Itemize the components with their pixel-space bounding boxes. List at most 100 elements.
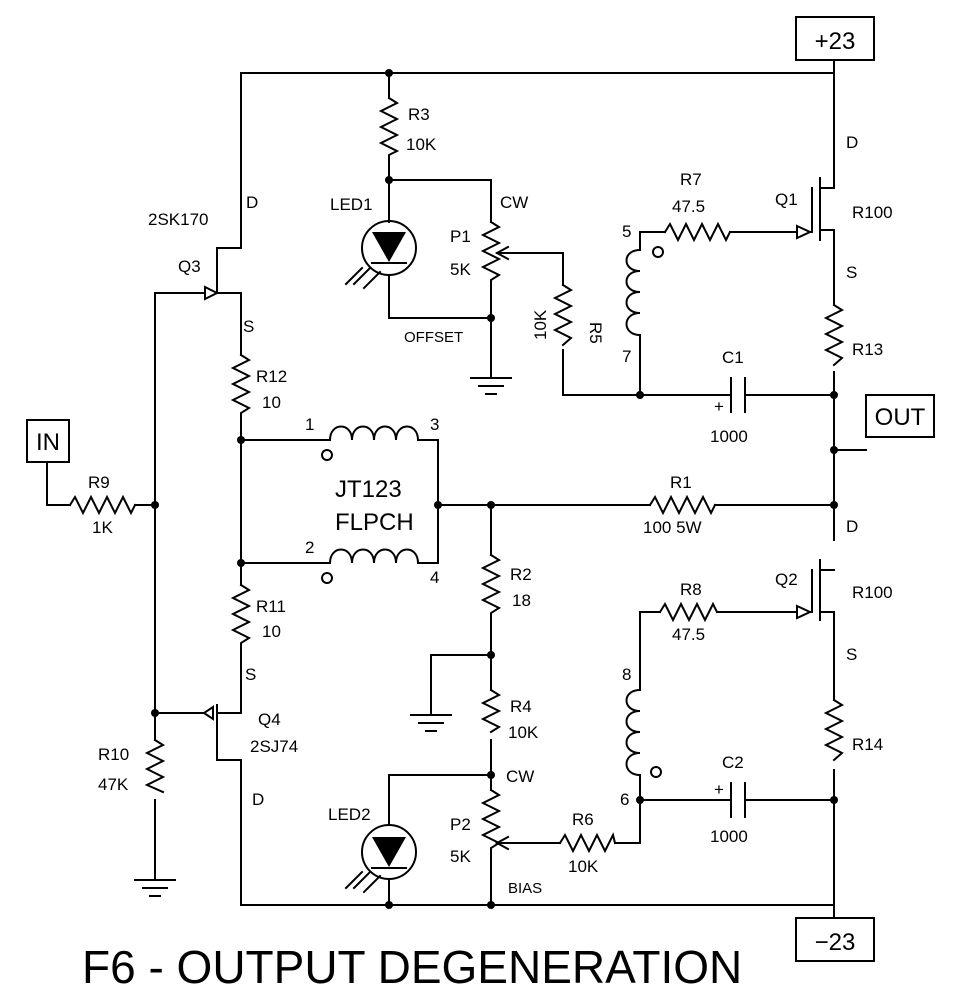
r14-symbol [823, 698, 845, 762]
p1-symbol [480, 220, 502, 286]
q1-part: R100 [852, 203, 893, 222]
pin-2-label: 2 [305, 538, 314, 557]
pin-8-label: 8 [622, 665, 631, 684]
r8-symbol [658, 601, 719, 623]
q1-source-label: S [846, 263, 857, 282]
r11-value: 10 [262, 622, 281, 641]
r11-symbol [230, 583, 252, 656]
transistors [202, 177, 835, 761]
winding-8-6 [625, 688, 642, 777]
positive-rail-box [795, 16, 875, 61]
junction-dots [151, 69, 838, 909]
q3-ref: Q3 [178, 257, 201, 276]
p1-wiper-arrow [494, 245, 510, 261]
c1-symbol [730, 377, 746, 413]
q1-symbol [804, 177, 835, 241]
r7-value: 47.5 [672, 197, 705, 216]
resistors [68, 96, 845, 854]
r5-ref: R5 [586, 322, 605, 344]
phase-dot-6 [650, 766, 662, 778]
pin-5-label: 5 [622, 222, 631, 241]
r12-value: 10 [262, 393, 281, 412]
r4-value: 10K [508, 723, 539, 742]
p1-function: OFFSET [404, 329, 463, 346]
q2-drain-label: D [846, 517, 858, 536]
led1-symbol [344, 220, 417, 290]
q2-gate-arrow [796, 604, 813, 620]
positive-rail-label: +23 [815, 28, 856, 55]
wires [46, 59, 867, 919]
r11-ref: R11 [256, 597, 286, 616]
q2-source-label: S [846, 645, 857, 664]
q1-ref: Q1 [775, 190, 798, 209]
led1-ref: LED1 [330, 195, 373, 214]
r6-ref: R6 [572, 810, 594, 829]
winding-5-7 [625, 248, 642, 337]
diagram-title: F6 - OUTPUT DEGENERATION [82, 941, 742, 993]
r12-symbol [230, 353, 252, 426]
winding-1-3 [328, 425, 420, 442]
q3-symbol [216, 247, 242, 294]
q3-source-label: S [243, 317, 254, 336]
r4-symbol [480, 688, 502, 734]
c2-symbol [730, 782, 746, 818]
q4-ref: Q4 [258, 710, 281, 729]
q4-gate-arrow [202, 705, 214, 721]
r4-ref: R4 [510, 697, 532, 716]
p2-function: BIAS [508, 880, 542, 897]
q3-part: 2SK170 [148, 210, 209, 229]
r9-ref: R9 [88, 473, 110, 492]
pin-1-label: 1 [305, 415, 314, 434]
potentiometers [480, 220, 510, 869]
p2-cw-label: CW [506, 767, 534, 786]
q4-drain-label: D [252, 790, 264, 809]
c1-ref: C1 [722, 348, 744, 367]
r9-value: 1K [92, 518, 113, 537]
r3-ref: R3 [408, 105, 430, 124]
r13-ref: R13 [852, 340, 883, 359]
r6-value: 10K [568, 857, 599, 876]
r1-value: 100 5W [643, 518, 702, 537]
ground-symbols [134, 377, 512, 897]
p1-ref: P1 [450, 227, 471, 246]
r1-symbol [648, 494, 717, 516]
r5-value: 10K [531, 309, 550, 340]
phase-dot-2 [321, 572, 333, 584]
r7-ref: R7 [680, 170, 702, 189]
r14-ref: R14 [852, 735, 883, 754]
r9-symbol [68, 494, 137, 516]
input-box [26, 419, 70, 463]
pin-3-label: 3 [430, 415, 439, 434]
q4-part: 2SJ74 [250, 737, 298, 756]
r3-symbol [378, 96, 400, 163]
q1-drain-label: D [846, 133, 858, 152]
r7-symbol [663, 221, 732, 243]
phase-dot-5 [652, 246, 664, 258]
q2-ref: Q2 [775, 570, 798, 589]
transformer-part: JT123 [335, 476, 402, 503]
q1-gate-arrow [796, 224, 813, 240]
output-box [865, 394, 935, 438]
r12-ref: R12 [256, 367, 287, 386]
pin-7-label: 7 [622, 347, 631, 366]
r13-symbol [823, 303, 845, 367]
pin-6-label: 6 [620, 790, 629, 809]
p1-cw-label: CW [500, 193, 528, 212]
transformer-type: FLPCH [335, 509, 414, 536]
r2-ref: R2 [510, 565, 532, 584]
ground-icon [470, 377, 512, 395]
input-label: IN [36, 429, 60, 456]
ground-icon [134, 879, 176, 897]
q3-gate-arrow [204, 285, 220, 301]
led2-symbol [344, 824, 417, 894]
transformer-jt123 [321, 246, 664, 778]
c1-polarity: + [714, 397, 724, 416]
r10-symbol [144, 738, 166, 794]
r3-value: 10K [406, 135, 437, 154]
p2-value: 5K [450, 847, 471, 866]
pin-4-label: 4 [430, 568, 439, 587]
capacitors [730, 377, 746, 818]
negative-rail-box [795, 917, 875, 962]
c2-polarity: + [714, 780, 724, 799]
q4-source-label: S [245, 665, 256, 684]
